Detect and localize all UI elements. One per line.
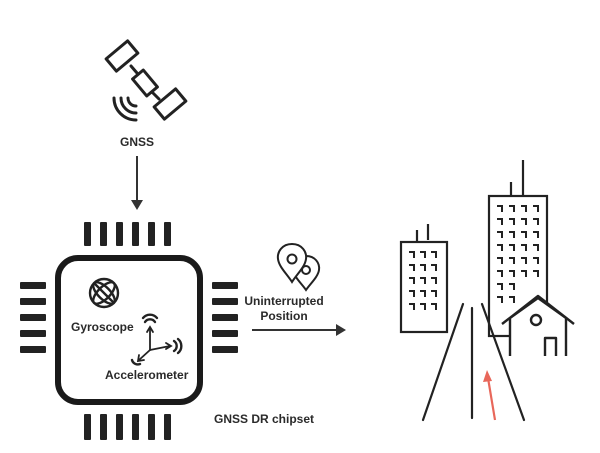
chip-pins: [20, 222, 238, 440]
chip-to-city-arrow: [252, 324, 346, 336]
gnss-label: GNSS: [120, 135, 155, 149]
chip-body: [55, 255, 203, 405]
position-label-line1: Uninterrupted: [244, 294, 324, 308]
accelerometer-icon: [130, 313, 183, 366]
position-label-line2: Position: [260, 309, 308, 323]
gyroscope-icon: [88, 277, 120, 309]
road-icon: [421, 302, 526, 422]
chipset-label: GNSS DR chipset: [214, 412, 315, 426]
accelerometer-label: Accelerometer: [105, 368, 189, 382]
gnss-to-chip-arrow: [131, 156, 143, 210]
location-pins-icon: [276, 242, 321, 292]
satellite-icon: [104, 39, 188, 122]
heading-arrow: [483, 370, 497, 421]
left-building: [399, 224, 449, 334]
house-icon: [501, 294, 575, 356]
gyroscope-label: Gyroscope: [71, 320, 134, 334]
uninterrupted-position-label: Uninterrupted Position: [236, 294, 332, 324]
